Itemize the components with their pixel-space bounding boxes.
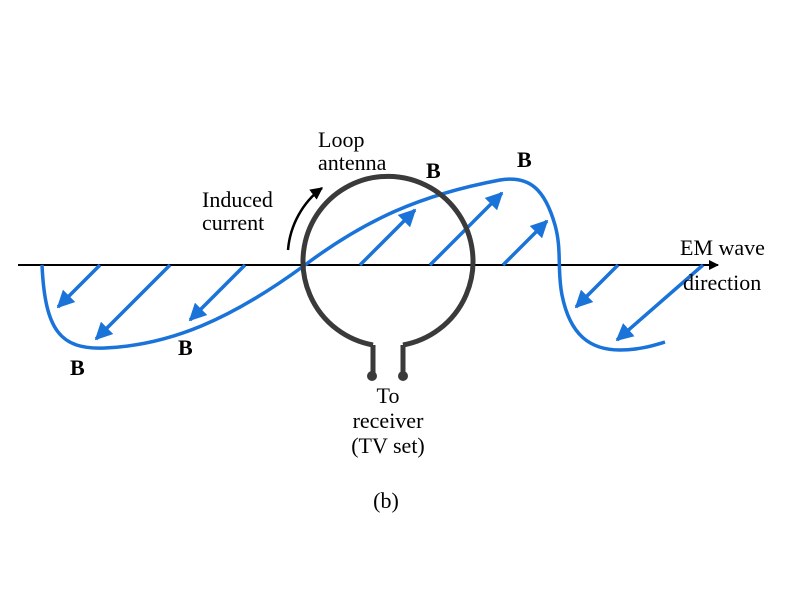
terminal-left xyxy=(367,371,377,381)
b-field-vectors xyxy=(56,191,705,342)
receiver-label-line3: (TV set) xyxy=(351,433,425,458)
loop-antenna-ring xyxy=(300,173,476,348)
receiver-label-line1: To xyxy=(377,383,400,408)
b-label-1: B xyxy=(70,355,85,380)
b-vector-6 xyxy=(501,219,549,267)
loop-antenna-label-line2: antenna xyxy=(318,150,387,175)
b-label-4: B xyxy=(517,147,532,172)
b-vector-2 xyxy=(94,263,172,341)
b-field-wave-curve xyxy=(40,177,666,352)
induced-current-label-line2: current xyxy=(202,210,264,235)
loop-antenna-label-line1: Loop xyxy=(318,127,364,152)
figure-caption: (b) xyxy=(373,488,399,513)
receiver-label-line2: receiver xyxy=(353,408,424,433)
b-label-3: B xyxy=(426,158,441,183)
b-vector-3 xyxy=(188,263,247,322)
b-vector-1 xyxy=(56,263,102,309)
em-wave-direction-label-line1: EM wave xyxy=(680,235,765,260)
loop-antenna xyxy=(300,173,476,373)
b-vector-4 xyxy=(358,208,417,267)
terminal-right xyxy=(398,371,408,381)
b-vector-7 xyxy=(574,263,620,309)
induced-current-arrow xyxy=(286,186,324,251)
em-wave-direction-label-line2: direction xyxy=(683,270,761,295)
b-vector-8 xyxy=(615,263,705,342)
induced-current-label-line1: Induced xyxy=(202,187,273,212)
b-label-2: B xyxy=(178,335,193,360)
